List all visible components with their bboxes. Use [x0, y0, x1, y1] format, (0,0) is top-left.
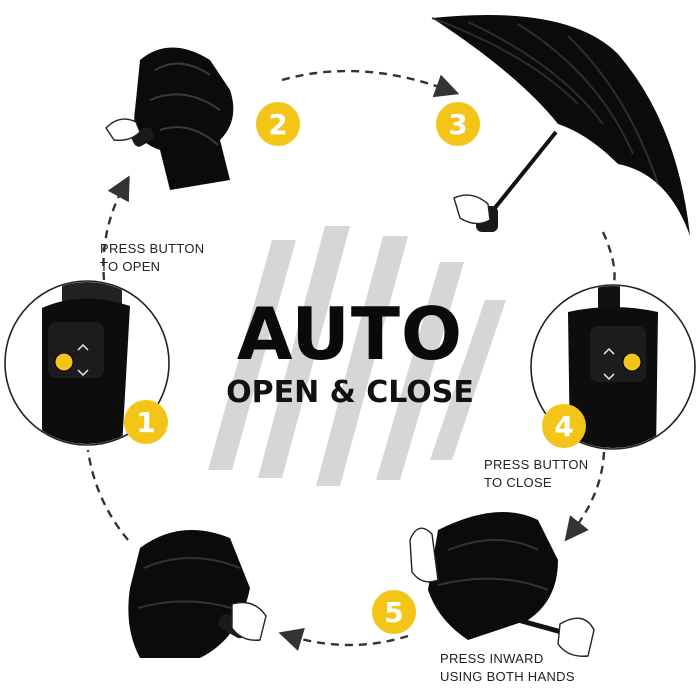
caption-line: TO CLOSE — [484, 475, 552, 490]
step-badge-1: 1 — [124, 400, 168, 444]
hand-icon — [409, 527, 439, 583]
caption-press-inward: PRESS INWARD USING BOTH HANDS — [440, 650, 575, 686]
caption-line: USING BOTH HANDS — [440, 669, 575, 684]
step-badge-2: 2 — [256, 102, 300, 146]
diagonal-stripes — [208, 226, 506, 486]
arrow-4-to-5 — [564, 451, 606, 542]
caption-press-to-open: PRESS BUTTON TO OPEN — [100, 240, 205, 276]
umbrella-folded-image — [128, 530, 267, 658]
handle-button-icon — [622, 352, 642, 372]
hand-icon — [231, 601, 267, 641]
arrow-1-to-2 — [102, 175, 130, 281]
hand-icon — [453, 194, 491, 225]
caption-press-to-close: PRESS BUTTON TO CLOSE — [484, 456, 589, 492]
step-badge-5: 5 — [372, 590, 416, 634]
arrow-5-to-6 — [278, 627, 409, 651]
flow-arrows — [86, 69, 616, 651]
arrow-6-to-1 — [86, 449, 129, 541]
umbrella-open-image — [431, 14, 690, 236]
caption-line: PRESS INWARD — [440, 651, 544, 666]
handle-closeup-open-image — [4, 280, 170, 446]
step-badge-3: 3 — [436, 102, 480, 146]
umbrella-folded-press-image — [409, 512, 595, 657]
caption-line: PRESS BUTTON — [484, 457, 589, 472]
step-number: 3 — [448, 107, 468, 141]
caption-line: PRESS BUTTON — [100, 241, 205, 256]
umbrella-half-open-image — [105, 47, 234, 190]
step-badge-4: 4 — [542, 404, 586, 448]
headline-auto: AUTO — [236, 292, 464, 376]
hand-icon — [105, 118, 141, 142]
step-number: 4 — [554, 409, 574, 443]
step-number: 1 — [136, 405, 156, 439]
handle-button-icon — [54, 352, 74, 372]
headline-open-close: OPEN & CLOSE — [226, 375, 474, 410]
step-number: 5 — [384, 595, 404, 629]
hand-icon — [557, 617, 595, 657]
caption-line: TO OPEN — [100, 259, 161, 274]
arrow-2-to-3 — [281, 69, 460, 98]
step-number: 2 — [268, 107, 288, 141]
